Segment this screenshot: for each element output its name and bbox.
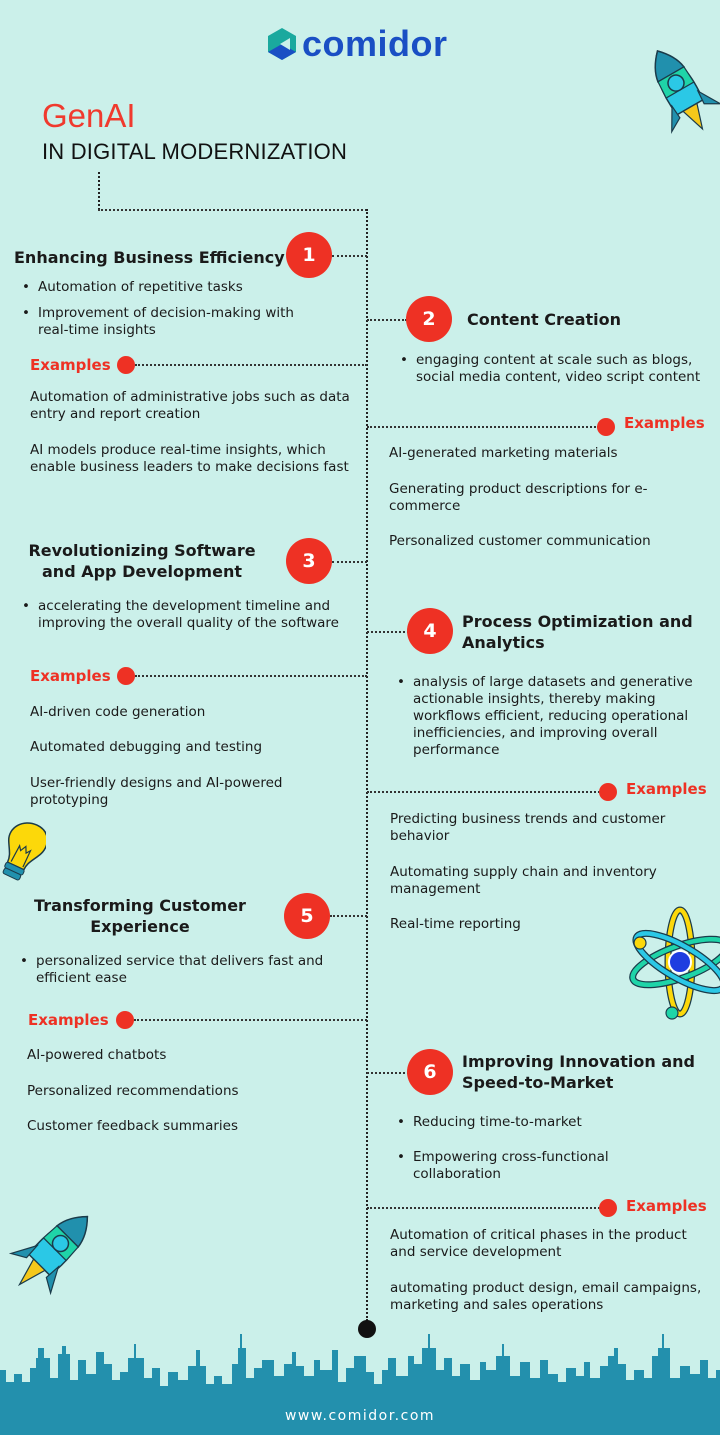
connector (332, 561, 367, 563)
connector (367, 319, 407, 321)
example-item: AI models produce real-time insights, wh… (30, 442, 349, 475)
bullet-item: Improvement of decision-making with real… (18, 305, 298, 339)
example-item: Customer feedback summaries (27, 1118, 238, 1134)
connector (367, 631, 409, 633)
connector (332, 255, 367, 257)
lightbulb-icon (2, 822, 46, 881)
example-item: AI-driven code generation (30, 704, 206, 720)
timeline-spine (366, 209, 368, 1321)
section-5-title: Transforming Customer Experience (34, 896, 246, 936)
example-item: Personalized customer communication (389, 533, 651, 549)
connector (330, 915, 367, 917)
connector (135, 364, 367, 366)
example-item: Automating supply chain and inventory ma… (390, 864, 657, 897)
section-4-title: Process Optimization and Analytics (462, 612, 693, 652)
example-item: automating product design, email campaig… (390, 1280, 702, 1313)
bullet-item: accelerating the development timeline an… (18, 598, 353, 632)
examples-dot (599, 1199, 617, 1217)
example-item: Real-time reporting (390, 916, 521, 932)
city-skyline (0, 1334, 720, 1435)
section-1-examples-label: Examples (30, 356, 111, 374)
section-5-number-badge: 5 (284, 893, 330, 939)
page-subtitle: IN DIGITAL MODERNIZATION (42, 139, 348, 164)
section-6-title: Improving Innovation and Speed-to-Market (462, 1052, 695, 1092)
section-5-bullets: personalized service that delivers fast … (16, 953, 336, 996)
section-2-title: Content Creation (467, 310, 622, 329)
footer-website-link[interactable]: www.comidor.com (284, 1408, 436, 1424)
timeline-connector (98, 209, 367, 211)
section-4-examples-label: Examples (626, 780, 707, 798)
examples-dot (117, 667, 135, 685)
connector (367, 426, 599, 428)
connector (367, 1207, 600, 1209)
section-3-bullets: accelerating the development timeline an… (18, 598, 353, 641)
timeline-end-dot (358, 1320, 376, 1338)
bullet-item: engaging content at scale such as blogs,… (396, 352, 716, 386)
section-6-bullets: Reducing time-to-market Empowering cross… (393, 1114, 653, 1192)
section-2-examples-label: Examples (624, 414, 705, 432)
atom-icon (629, 906, 720, 1020)
example-item: Automation of administrative jobs such a… (30, 389, 350, 422)
connector (135, 675, 367, 677)
example-item: Predicting business trends and customer … (390, 811, 666, 844)
connector (367, 1072, 409, 1074)
connector (367, 791, 600, 793)
examples-dot (117, 356, 135, 374)
logo-text: comidor (302, 23, 448, 64)
section-4-number-badge: 4 (407, 608, 453, 654)
section-1-number-badge: 1 (286, 232, 332, 278)
example-item: Generating product descriptions for e-co… (389, 481, 648, 514)
section-4-bullets: analysis of large datasets and generativ… (393, 674, 713, 768)
bullet-item: Automation of repetitive tasks (18, 279, 298, 296)
section-1-title: Enhancing Business Efficiency (14, 248, 285, 267)
section-2-bullets: engaging content at scale such as blogs,… (396, 352, 716, 395)
examples-dot (599, 783, 617, 801)
bullet-item: Reducing time-to-market (393, 1114, 653, 1131)
rocket-icon (654, 50, 720, 134)
section-3-title: Revolutionizing Software and App Develop… (28, 541, 256, 581)
comidor-hexagon-logo-icon (268, 28, 296, 60)
section-1-bullets: Automation of repetitive tasks Improveme… (18, 279, 298, 348)
section-3-number-badge: 3 (286, 538, 332, 584)
rocket-icon (8, 1215, 89, 1296)
bullet-item: analysis of large datasets and generativ… (393, 674, 713, 759)
example-item: AI-generated marketing materials (389, 445, 618, 461)
section-5-examples-label: Examples (28, 1011, 109, 1029)
connector (134, 1019, 367, 1021)
brand-logo: comidor (266, 26, 448, 62)
example-item: AI-powered chatbots (27, 1047, 167, 1063)
example-item: Automated debugging and testing (30, 739, 263, 755)
page-title: GenAI (42, 97, 136, 134)
bullet-item: Empowering cross-functional collaboratio… (393, 1149, 653, 1183)
section-6-number-badge: 6 (407, 1049, 453, 1095)
examples-dot (597, 418, 615, 436)
bullet-item: personalized service that delivers fast … (16, 953, 336, 987)
section-2-number-badge: 2 (406, 296, 452, 342)
example-item: User-friendly designs and AI-powered pro… (30, 775, 283, 808)
timeline-connector (98, 172, 100, 210)
examples-dot (116, 1011, 134, 1029)
section-3-examples-label: Examples (30, 667, 111, 685)
example-item: Automation of critical phases in the pro… (390, 1227, 687, 1260)
example-item: Personalized recommendations (27, 1083, 239, 1099)
section-6-examples-label: Examples (626, 1197, 707, 1215)
